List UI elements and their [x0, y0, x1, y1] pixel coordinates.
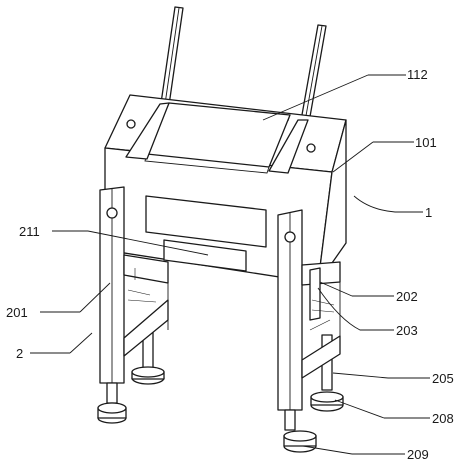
leader-208 — [334, 399, 385, 419]
right-leg-frame — [277, 209, 341, 411]
leader-211-tail — [87, 230, 209, 256]
front-left-foot — [97, 382, 127, 424]
callout-101: 101 — [415, 135, 437, 150]
leader-203 — [317, 287, 394, 331]
front-right-foot — [283, 409, 317, 453]
leader-1 — [353, 195, 423, 213]
leader-lines — [30, 74, 430, 455]
callout-202: 202 — [396, 289, 418, 304]
leader-2-tail — [69, 332, 93, 354]
callout-labels: 112 101 1 211 201 202 203 2 205 208 209 — [6, 67, 454, 462]
leader-202 — [319, 281, 353, 297]
callout-1: 1 — [425, 205, 432, 220]
callout-211: 211 — [19, 224, 40, 239]
callout-205: 205 — [432, 371, 454, 386]
handle-left — [159, 6, 184, 113]
callout-112: 112 — [407, 67, 428, 82]
callout-203: 203 — [396, 323, 418, 338]
leader-101 — [332, 141, 374, 173]
leader-112 — [262, 74, 369, 121]
callout-208: 208 — [432, 411, 454, 426]
callout-201: 201 — [6, 305, 28, 320]
handle-right — [299, 24, 327, 129]
callout-209: 209 — [407, 447, 429, 462]
main-box — [104, 94, 347, 284]
leader-209 — [302, 445, 353, 455]
leader-205 — [332, 372, 389, 379]
callout-2: 2 — [16, 346, 23, 361]
leader-201-tail — [79, 282, 111, 313]
left-leg-frame — [99, 186, 169, 384]
